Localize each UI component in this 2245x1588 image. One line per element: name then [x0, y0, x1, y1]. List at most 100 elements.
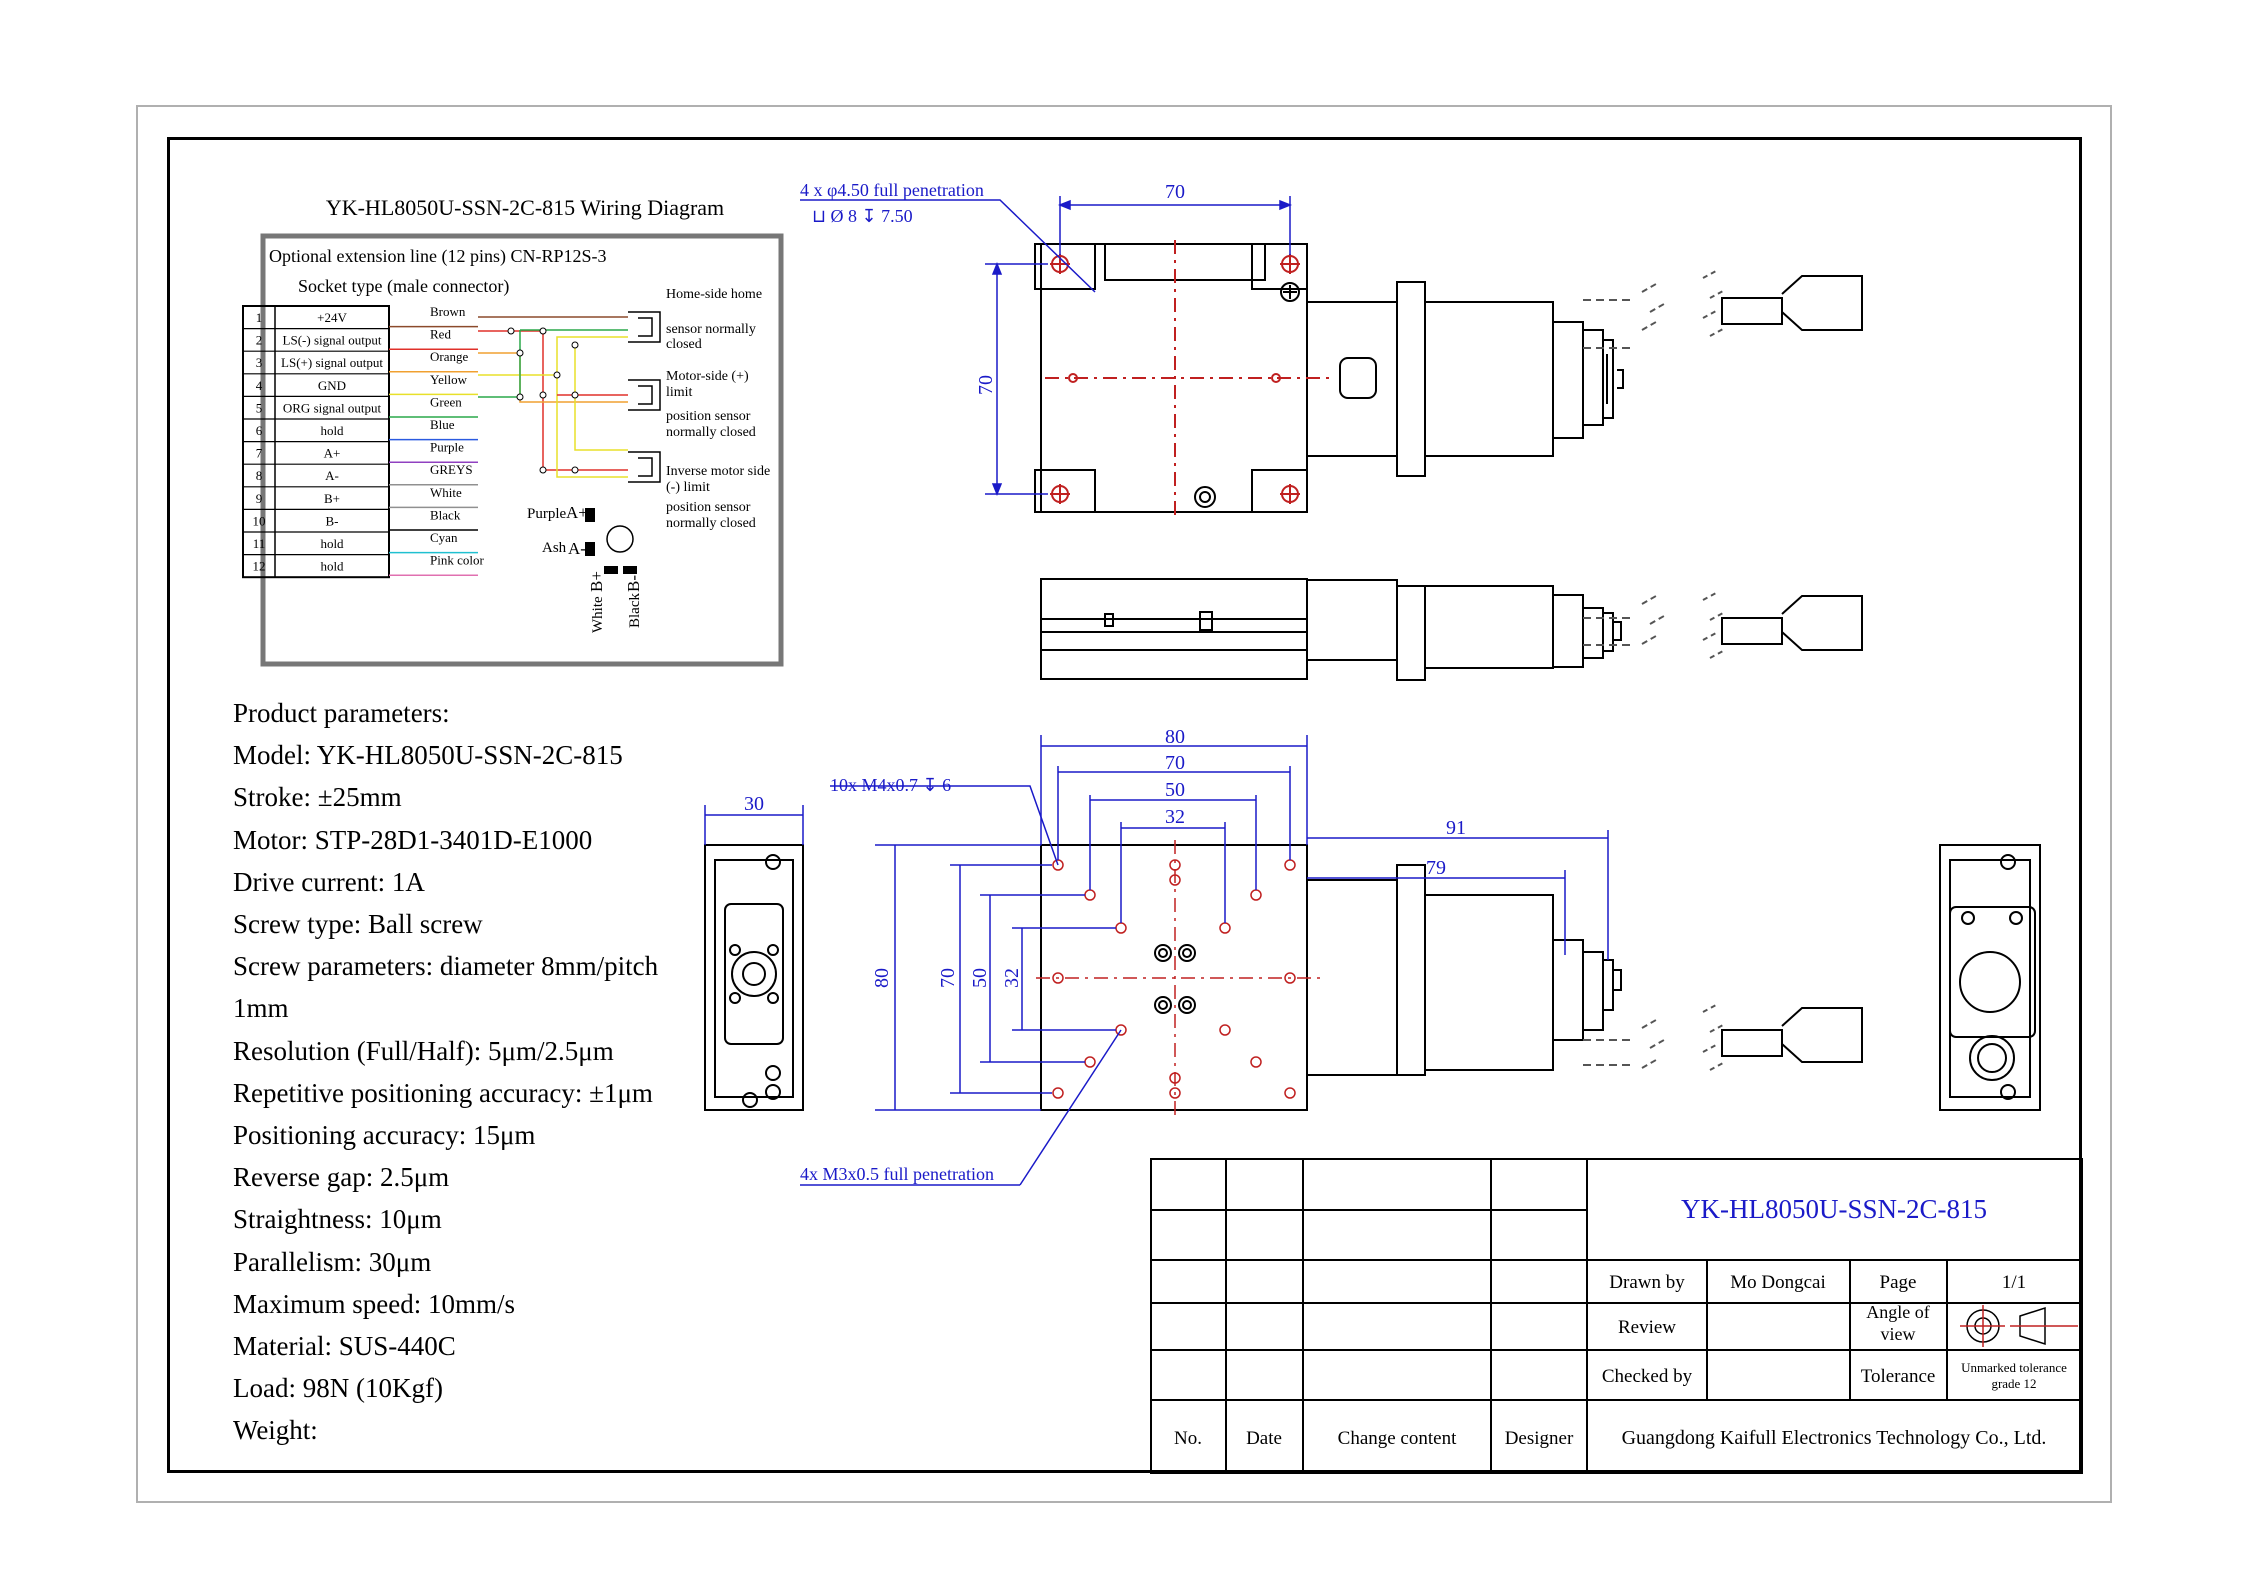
pin-signal: hold [320, 559, 344, 574]
sensor-symbols [628, 311, 661, 483]
pin-signal: hold [320, 536, 344, 551]
home-sensor-title: Home-side home [666, 287, 762, 302]
lead-b-minus: B- [624, 575, 643, 592]
wire-color-label: Blue [430, 417, 455, 432]
param-screw-type: Screw type: Ball screw [233, 909, 483, 940]
angle-label-1: Angle of [1866, 1302, 1929, 1322]
review-label: Review [1618, 1317, 1676, 1338]
param-repeat: Repetitive positioning accuracy: ±1μm [233, 1077, 653, 1108]
param-heading: Product parameters: [233, 698, 450, 728]
pin-number: 2 [256, 333, 263, 348]
socket-type-label: Socket type (male connector) [298, 276, 509, 297]
dim-70-top: 70 [1165, 752, 1185, 774]
wiring-diagram: YK-HL8050U-SSN-2C-815 Wiring Diagram Opt… [242, 195, 784, 667]
pin-signal: A+ [324, 446, 341, 461]
lead-a-plus-pin [585, 508, 595, 522]
dim-top-width: 70 [1165, 181, 1185, 203]
wire-color-label: Black [430, 507, 461, 522]
company-name: Guangdong Kaifull Electronics Technology… [1622, 1427, 2047, 1449]
pin-number: 9 [256, 491, 263, 506]
ext-line-label: Optional extension line (12 pins) CN-RP1… [269, 246, 606, 267]
wiring-box [260, 233, 784, 667]
tap-note: 10x M4x0.7 ↧ 6 [830, 775, 951, 795]
pin-number: 8 [256, 468, 263, 483]
pin-signal: GND [318, 378, 346, 393]
home-sensor-l1: sensor normally [666, 322, 756, 337]
param-screw-params-2: 1mm [233, 993, 289, 1024]
col-date: Date [1246, 1428, 1282, 1449]
tolerance-value-2: grade 12 [1991, 1376, 2036, 1391]
pin-number: 10 [253, 513, 266, 528]
wiring-title: YK-HL8050U-SSN-2C-815 Wiring Diagram [326, 195, 724, 220]
dim-70-left: 70 [937, 968, 959, 988]
pin-signal: LS(-) signal output [283, 333, 382, 348]
dim-50-left: 50 [969, 968, 991, 988]
side-30-dimension [704, 805, 804, 845]
top-view-holes [1045, 240, 1330, 515]
wire-color-label: Orange [430, 349, 468, 364]
inverse-sensor-l4: normally closed [666, 516, 756, 531]
lead-white: White [590, 596, 606, 633]
home-sensor-l2: closed [666, 337, 702, 352]
inverse-sensor-l3: position sensor [666, 500, 751, 515]
pin-signal: hold [320, 423, 344, 438]
pin-number: 7 [256, 446, 263, 461]
lead-a-plus: A+ [566, 503, 588, 522]
wire-color-label: Green [430, 394, 462, 409]
m3-note: 4x M3x0.5 full penetration [800, 1164, 994, 1184]
motor-sensor-l1: Motor-side (+) [666, 369, 749, 384]
checked-by-label: Checked by [1602, 1366, 1693, 1387]
product-parameters: Product parameters: Model: YK-HL8050U-SS… [233, 692, 693, 1452]
title-block-grid [1150, 1158, 2083, 1474]
pin-number: 4 [256, 378, 263, 393]
wire-color-label: Yellow [430, 372, 468, 387]
pin-number: 1 [256, 310, 263, 325]
sheet-inner-frame [167, 137, 2082, 1473]
drawn-by-label: Drawn by [1609, 1272, 1685, 1293]
param-material: Material: SUS-440C [233, 1331, 456, 1362]
angle-of-view-icon [1960, 1305, 2078, 1347]
dim-79: 79 [1426, 857, 1446, 879]
param-stroke: Stroke: ±25mm [233, 782, 402, 813]
dim-top-height: 70 [975, 375, 997, 395]
bottom-view-dimensions [800, 735, 1609, 1186]
dim-50-top: 50 [1165, 779, 1185, 801]
drawn-by-value: Mo Dongcai [1730, 1272, 1826, 1293]
pin-number: 3 [256, 355, 263, 370]
pin-number: 6 [256, 423, 263, 438]
pin-signal: +24V [317, 310, 347, 325]
lead-b-plus: B+ [587, 571, 606, 592]
page-label: Page [1880, 1272, 1917, 1293]
wire-color-label: White [430, 485, 462, 500]
top-view-dimensions [800, 196, 1293, 497]
pin-number: 5 [256, 400, 263, 415]
param-motor: Motor: STP-28D1-3401D-E1000 [233, 824, 593, 855]
bottom-view-holes [1036, 840, 1320, 1115]
tolerance-value-1: Unmarked tolerance [1961, 1360, 2067, 1375]
pin-signal: B- [326, 513, 339, 528]
lead-ash: Ash [542, 540, 567, 556]
lead-b-plus-pin [604, 566, 618, 574]
wire-color-label: Purple [430, 440, 464, 455]
param-max-speed: Maximum speed: 10mm/s [233, 1288, 515, 1319]
inverse-sensor-l2: (-) limit [666, 480, 710, 495]
col-designer: Designer [1505, 1428, 1574, 1449]
param-load: Load: 98N (10Kgf) [233, 1373, 443, 1404]
param-weight: Weight: [233, 1415, 318, 1446]
lead-black: Black [627, 593, 643, 628]
pin-signal: ORG signal output [283, 400, 382, 415]
wire-color-label: Brown [430, 304, 466, 319]
dim-91: 91 [1446, 817, 1466, 839]
dim-80-top: 80 [1165, 726, 1185, 748]
dim-32-left: 32 [1001, 968, 1023, 988]
left-end-view [704, 844, 804, 1111]
sheet-outer-frame [136, 105, 2112, 1503]
angle-label-2: view [1881, 1324, 1916, 1344]
pin-signal: A- [325, 468, 339, 483]
param-model: Model: YK-HL8050U-SSN-2C-815 [233, 740, 623, 771]
param-straightness: Straightness: 10μm [233, 1204, 442, 1235]
page-value: 1/1 [2002, 1272, 2026, 1293]
dim-80-left: 80 [871, 968, 893, 988]
